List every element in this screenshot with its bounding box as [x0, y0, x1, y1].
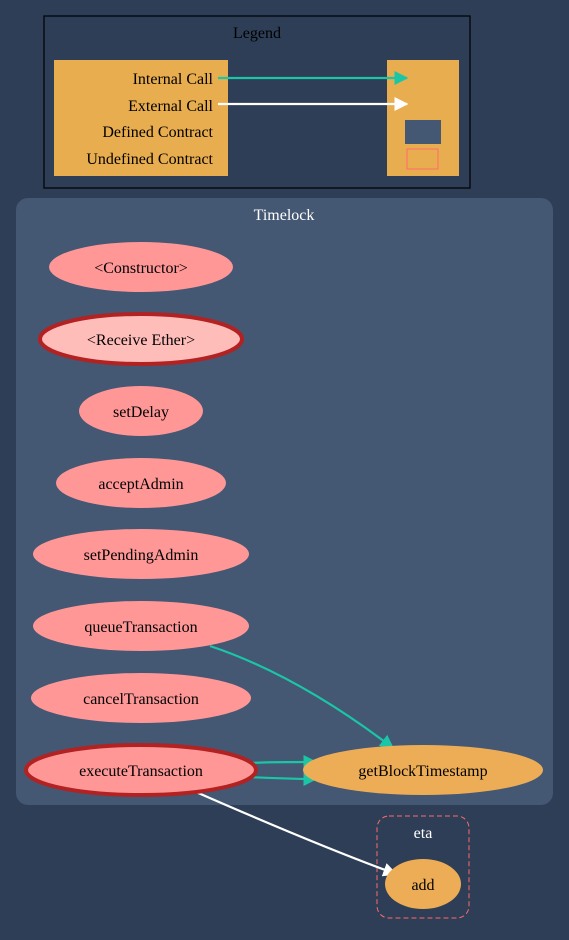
legend-title: Legend — [233, 25, 281, 42]
node-cancelTransaction[interactable]: cancelTransaction — [31, 673, 251, 723]
node-add-label: add — [411, 877, 434, 894]
node-constructor-label: <Constructor> — [94, 260, 188, 277]
node-executeTransaction[interactable]: executeTransaction — [24, 743, 258, 797]
cluster-eta: eta — [376, 815, 470, 919]
node-setDelay-label: setDelay — [113, 404, 169, 421]
node-add[interactable]: add — [385, 859, 461, 909]
node-getBlockTimestamp[interactable]: getBlockTimestamp — [303, 745, 543, 795]
node-receive-ether[interactable]: <Receive Ether> — [38, 312, 244, 366]
node-queueTransaction-label: queueTransaction — [84, 619, 197, 636]
legend-label-undefined-contract: Undefined Contract — [86, 151, 213, 168]
node-setDelay[interactable]: setDelay — [79, 386, 203, 436]
legend: Legend Internal Call External Call Defin… — [43, 15, 471, 189]
edge-queueTransaction-getBlockTimestamp — [209, 644, 395, 749]
legend-label-external-call: External Call — [128, 98, 213, 115]
legend-label-internal-call: Internal Call — [133, 71, 214, 88]
node-acceptAdmin-label: acceptAdmin — [98, 476, 183, 493]
cluster-timelock-title: Timelock — [254, 207, 315, 224]
nodes: <Constructor> <Receive Ether> setDelay a… — [24, 242, 543, 909]
node-setPendingAdmin[interactable]: setPendingAdmin — [33, 529, 249, 579]
legend-defined-contract-swatch — [405, 120, 441, 144]
node-receive-ether-label: <Receive Ether> — [87, 332, 195, 349]
node-getBlockTimestamp-label: getBlockTimestamp — [358, 763, 487, 780]
node-acceptAdmin[interactable]: acceptAdmin — [56, 458, 226, 508]
legend-undefined-contract-swatch — [406, 148, 439, 170]
edge-executeTransaction-getBlockTimestamp-1 — [246, 755, 318, 770]
node-cancelTransaction-label: cancelTransaction — [83, 691, 199, 708]
node-setPendingAdmin-label: setPendingAdmin — [84, 547, 199, 564]
cluster-eta-title: eta — [414, 825, 433, 842]
legend-label-defined-contract: Defined Contract — [102, 124, 213, 141]
node-constructor[interactable]: <Constructor> — [49, 242, 233, 292]
legend-labels-box — [54, 60, 228, 176]
cluster-eta-frame — [376, 815, 470, 919]
edge-executeTransaction-add — [195, 790, 398, 877]
node-executeTransaction-label: executeTransaction — [79, 763, 203, 780]
node-queueTransaction[interactable]: queueTransaction — [33, 601, 249, 651]
